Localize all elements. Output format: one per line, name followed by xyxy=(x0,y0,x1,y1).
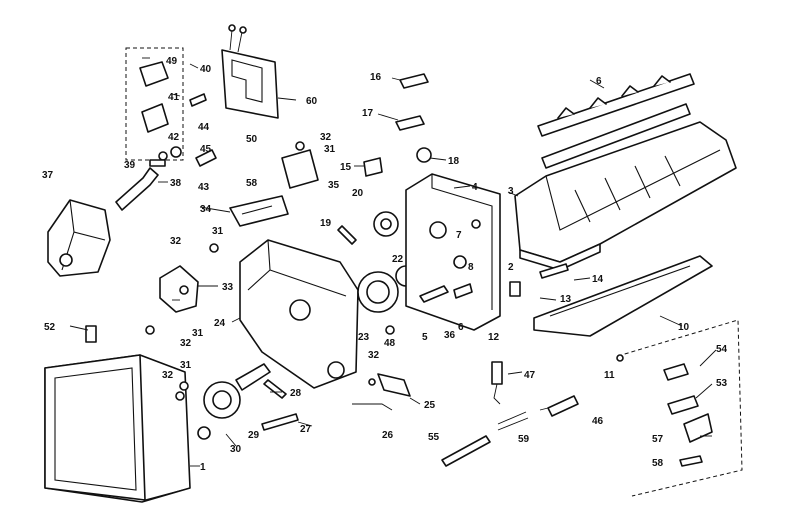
callout-10: 10 xyxy=(678,322,690,333)
callout-6-top: 6 xyxy=(596,76,602,87)
part-29-gear-housing xyxy=(203,363,271,419)
callout-32-c: 32 xyxy=(180,338,192,349)
callout-1: 1 xyxy=(200,462,206,473)
callout-19: 19 xyxy=(320,218,332,229)
callout-8: 8 xyxy=(468,262,474,273)
callout-26: 26 xyxy=(382,430,394,441)
callout-32-a: 32 xyxy=(320,132,332,143)
callout-28: 28 xyxy=(290,388,302,399)
callout-13: 13 xyxy=(560,294,572,305)
callout-22: 22 xyxy=(392,254,404,265)
callout-45: 45 xyxy=(200,144,212,155)
part-60-heater xyxy=(221,24,279,119)
callout-41: 41 xyxy=(168,92,180,103)
part-33-solenoid xyxy=(159,265,199,313)
callout-60: 60 xyxy=(306,96,318,107)
callout-11: 11 xyxy=(604,370,615,381)
part-1-front-cover xyxy=(44,354,191,503)
callout-40: 40 xyxy=(200,64,212,75)
callout-57: 57 xyxy=(652,434,664,445)
callout-6-lower: 6 xyxy=(458,322,464,333)
callout-20: 20 xyxy=(352,188,364,199)
callout-43: 43 xyxy=(198,182,210,193)
callout-4: 4 xyxy=(472,182,478,193)
callout-32-b: 32 xyxy=(170,236,182,247)
part-valve-group xyxy=(617,319,743,497)
callout-35: 35 xyxy=(328,180,340,191)
part-linkage xyxy=(419,283,473,303)
part-37-end-housing xyxy=(47,199,111,277)
callout-39: 39 xyxy=(124,160,136,171)
callout-31-b: 31 xyxy=(212,226,224,237)
callout-2: 2 xyxy=(508,262,514,273)
callout-31-d: 31 xyxy=(180,360,192,371)
callout-36: 36 xyxy=(444,330,456,341)
callout-15: 15 xyxy=(340,162,352,173)
part-46-thermostat xyxy=(547,395,579,417)
callout-58-b: 58 xyxy=(652,458,664,469)
callout-58-a: 58 xyxy=(246,178,258,189)
callout-24: 24 xyxy=(214,318,226,329)
callout-5: 5 xyxy=(422,332,428,343)
part-40-assembly-box xyxy=(125,47,184,161)
callout-32-d: 32 xyxy=(162,370,174,381)
leader-lines xyxy=(69,63,717,467)
callout-49: 49 xyxy=(166,56,178,67)
part-28-lever xyxy=(263,379,287,399)
callout-32-e: 32 xyxy=(368,350,380,361)
callout-52: 52 xyxy=(44,322,56,333)
part-top-brackets xyxy=(363,73,432,177)
callout-17: 17 xyxy=(362,108,374,119)
callout-31-a: 31 xyxy=(324,144,336,155)
callout-50: 50 xyxy=(246,134,258,145)
part-23-cam-ring xyxy=(357,271,399,313)
part-55-59-wires xyxy=(441,411,529,467)
callout-25: 25 xyxy=(424,400,436,411)
part-35-switch-bracket xyxy=(281,141,319,189)
part-6-ejector xyxy=(537,73,695,169)
part-3-ice-mold xyxy=(514,121,737,271)
part-4-mounting-plate xyxy=(405,173,501,331)
part-47-spring xyxy=(491,361,503,405)
callout-38: 38 xyxy=(170,178,182,189)
callout-46: 46 xyxy=(592,416,604,427)
callout-59: 59 xyxy=(518,434,530,445)
part-fasteners xyxy=(85,243,624,401)
callout-16: 16 xyxy=(370,72,382,83)
part-24-motor-housing xyxy=(239,239,359,389)
callout-33: 33 xyxy=(222,282,234,293)
part-30-screw xyxy=(197,426,211,440)
callout-7: 7 xyxy=(456,230,462,241)
callout-37: 37 xyxy=(42,170,54,181)
callout-44: 44 xyxy=(198,122,210,133)
callout-labels: 1 2 3 4 5 6 6 7 8 10 11 12 13 14 15 16 1… xyxy=(42,56,728,473)
callout-47: 47 xyxy=(524,370,536,381)
part-27-screw xyxy=(261,413,299,431)
part-pins xyxy=(509,263,569,297)
callout-29: 29 xyxy=(248,430,260,441)
part-small-fittings xyxy=(149,93,217,167)
callout-53: 53 xyxy=(716,378,728,389)
callout-18: 18 xyxy=(448,156,460,167)
callout-23: 23 xyxy=(358,332,370,343)
callout-34: 34 xyxy=(200,204,212,215)
callout-55: 55 xyxy=(428,432,440,443)
part-34-bracket xyxy=(229,195,289,227)
callout-30: 30 xyxy=(230,444,242,455)
callout-42: 42 xyxy=(168,132,180,143)
callout-54: 54 xyxy=(716,344,728,355)
callout-27: 27 xyxy=(300,424,312,435)
callout-14: 14 xyxy=(592,274,604,285)
part-10-stripper xyxy=(533,255,713,337)
part-38-fill-tube xyxy=(115,167,159,211)
callout-48: 48 xyxy=(384,338,396,349)
callout-12: 12 xyxy=(488,332,500,343)
part-25-bracket xyxy=(352,373,411,411)
callout-3: 3 xyxy=(508,186,514,197)
callout-31-c: 31 xyxy=(192,328,204,339)
